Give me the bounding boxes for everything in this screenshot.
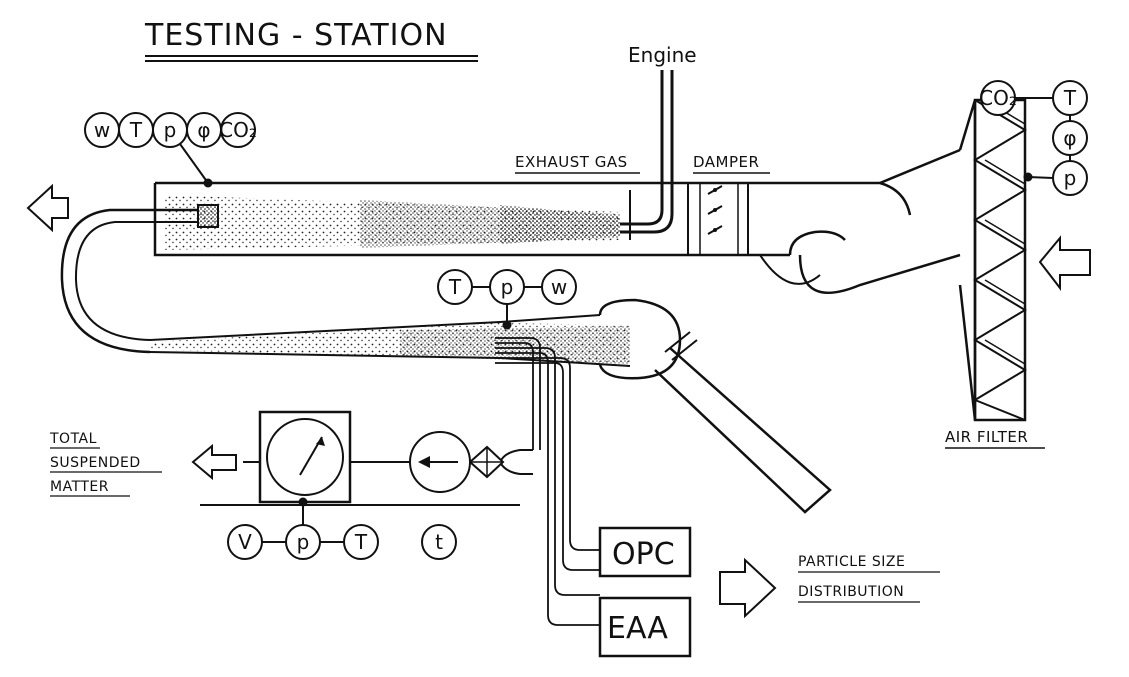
- damper: [687, 182, 749, 256]
- gauge-circle: [1052, 160, 1088, 196]
- engine-label: Engine: [628, 43, 697, 67]
- gauge-label: T: [1063, 86, 1077, 110]
- gauge-label: CO₂: [219, 118, 257, 142]
- gauge-label: T: [448, 275, 462, 299]
- gauge-label: w: [551, 275, 567, 299]
- tsm-label-line3: MATTER: [50, 479, 109, 495]
- gauge-label: T: [129, 118, 143, 142]
- psd-label-line1: PARTICLE SIZE: [798, 554, 905, 570]
- gauge-label: w: [94, 118, 110, 142]
- psd-arrow: [719, 557, 777, 619]
- gauge-circle: [285, 524, 321, 560]
- gauge-circle: [489, 269, 525, 305]
- opc-label: OPC: [612, 537, 675, 572]
- gauge-circle: [541, 269, 577, 305]
- sample-loop: [60, 208, 198, 354]
- tap-point: [298, 497, 308, 507]
- gauge-label: p: [501, 275, 514, 299]
- gauge-label: φ: [1063, 126, 1076, 150]
- branch-duct: [654, 347, 832, 514]
- gauge-label: t: [435, 530, 443, 554]
- gauge-label: p: [164, 118, 177, 142]
- gauge-label: p: [297, 530, 310, 554]
- gauge-circle: [421, 524, 457, 560]
- air-filter: [958, 98, 1027, 422]
- tap-point: [502, 320, 512, 330]
- tsm-label-line1: TOTAL: [49, 431, 97, 447]
- gauge-circle: [980, 80, 1016, 116]
- sample-tubes: [495, 337, 600, 626]
- gauge-circle: [437, 269, 473, 305]
- diagram-title: TESTING - STATION: [144, 18, 448, 53]
- air-filter-label: AIR FILTER: [945, 428, 1028, 446]
- tsm-label-line2: SUSPENDED: [50, 455, 141, 471]
- eaa-box: [598, 596, 692, 658]
- gauge-circle: [220, 112, 256, 148]
- tap-point: [203, 178, 213, 188]
- psd-label-line2: DISTRIBUTION: [798, 584, 904, 600]
- eaa-label: EAA: [607, 611, 668, 646]
- engine-exhaust-pipe: [620, 70, 664, 226]
- gauge-label: T: [354, 530, 368, 554]
- exhaust-gas-label: EXHAUST GAS: [515, 153, 628, 171]
- tsm-arrow: [191, 443, 237, 481]
- gauge-label: V: [238, 530, 252, 554]
- opc-box: [598, 526, 692, 578]
- tap-point: [1023, 172, 1033, 182]
- gauge-circle: [1052, 80, 1088, 116]
- gauge-circle: [227, 524, 263, 560]
- air-inlet-arrow: [1038, 235, 1091, 291]
- gauge-circle: [1052, 120, 1088, 156]
- damper-label: DAMPER: [693, 153, 759, 171]
- gauge-label: CO₂: [979, 86, 1017, 110]
- gauge-label: φ: [197, 118, 210, 142]
- outlet-arrow: [26, 183, 69, 233]
- gauge-circle: [343, 524, 379, 560]
- gauge-label: p: [1064, 166, 1077, 190]
